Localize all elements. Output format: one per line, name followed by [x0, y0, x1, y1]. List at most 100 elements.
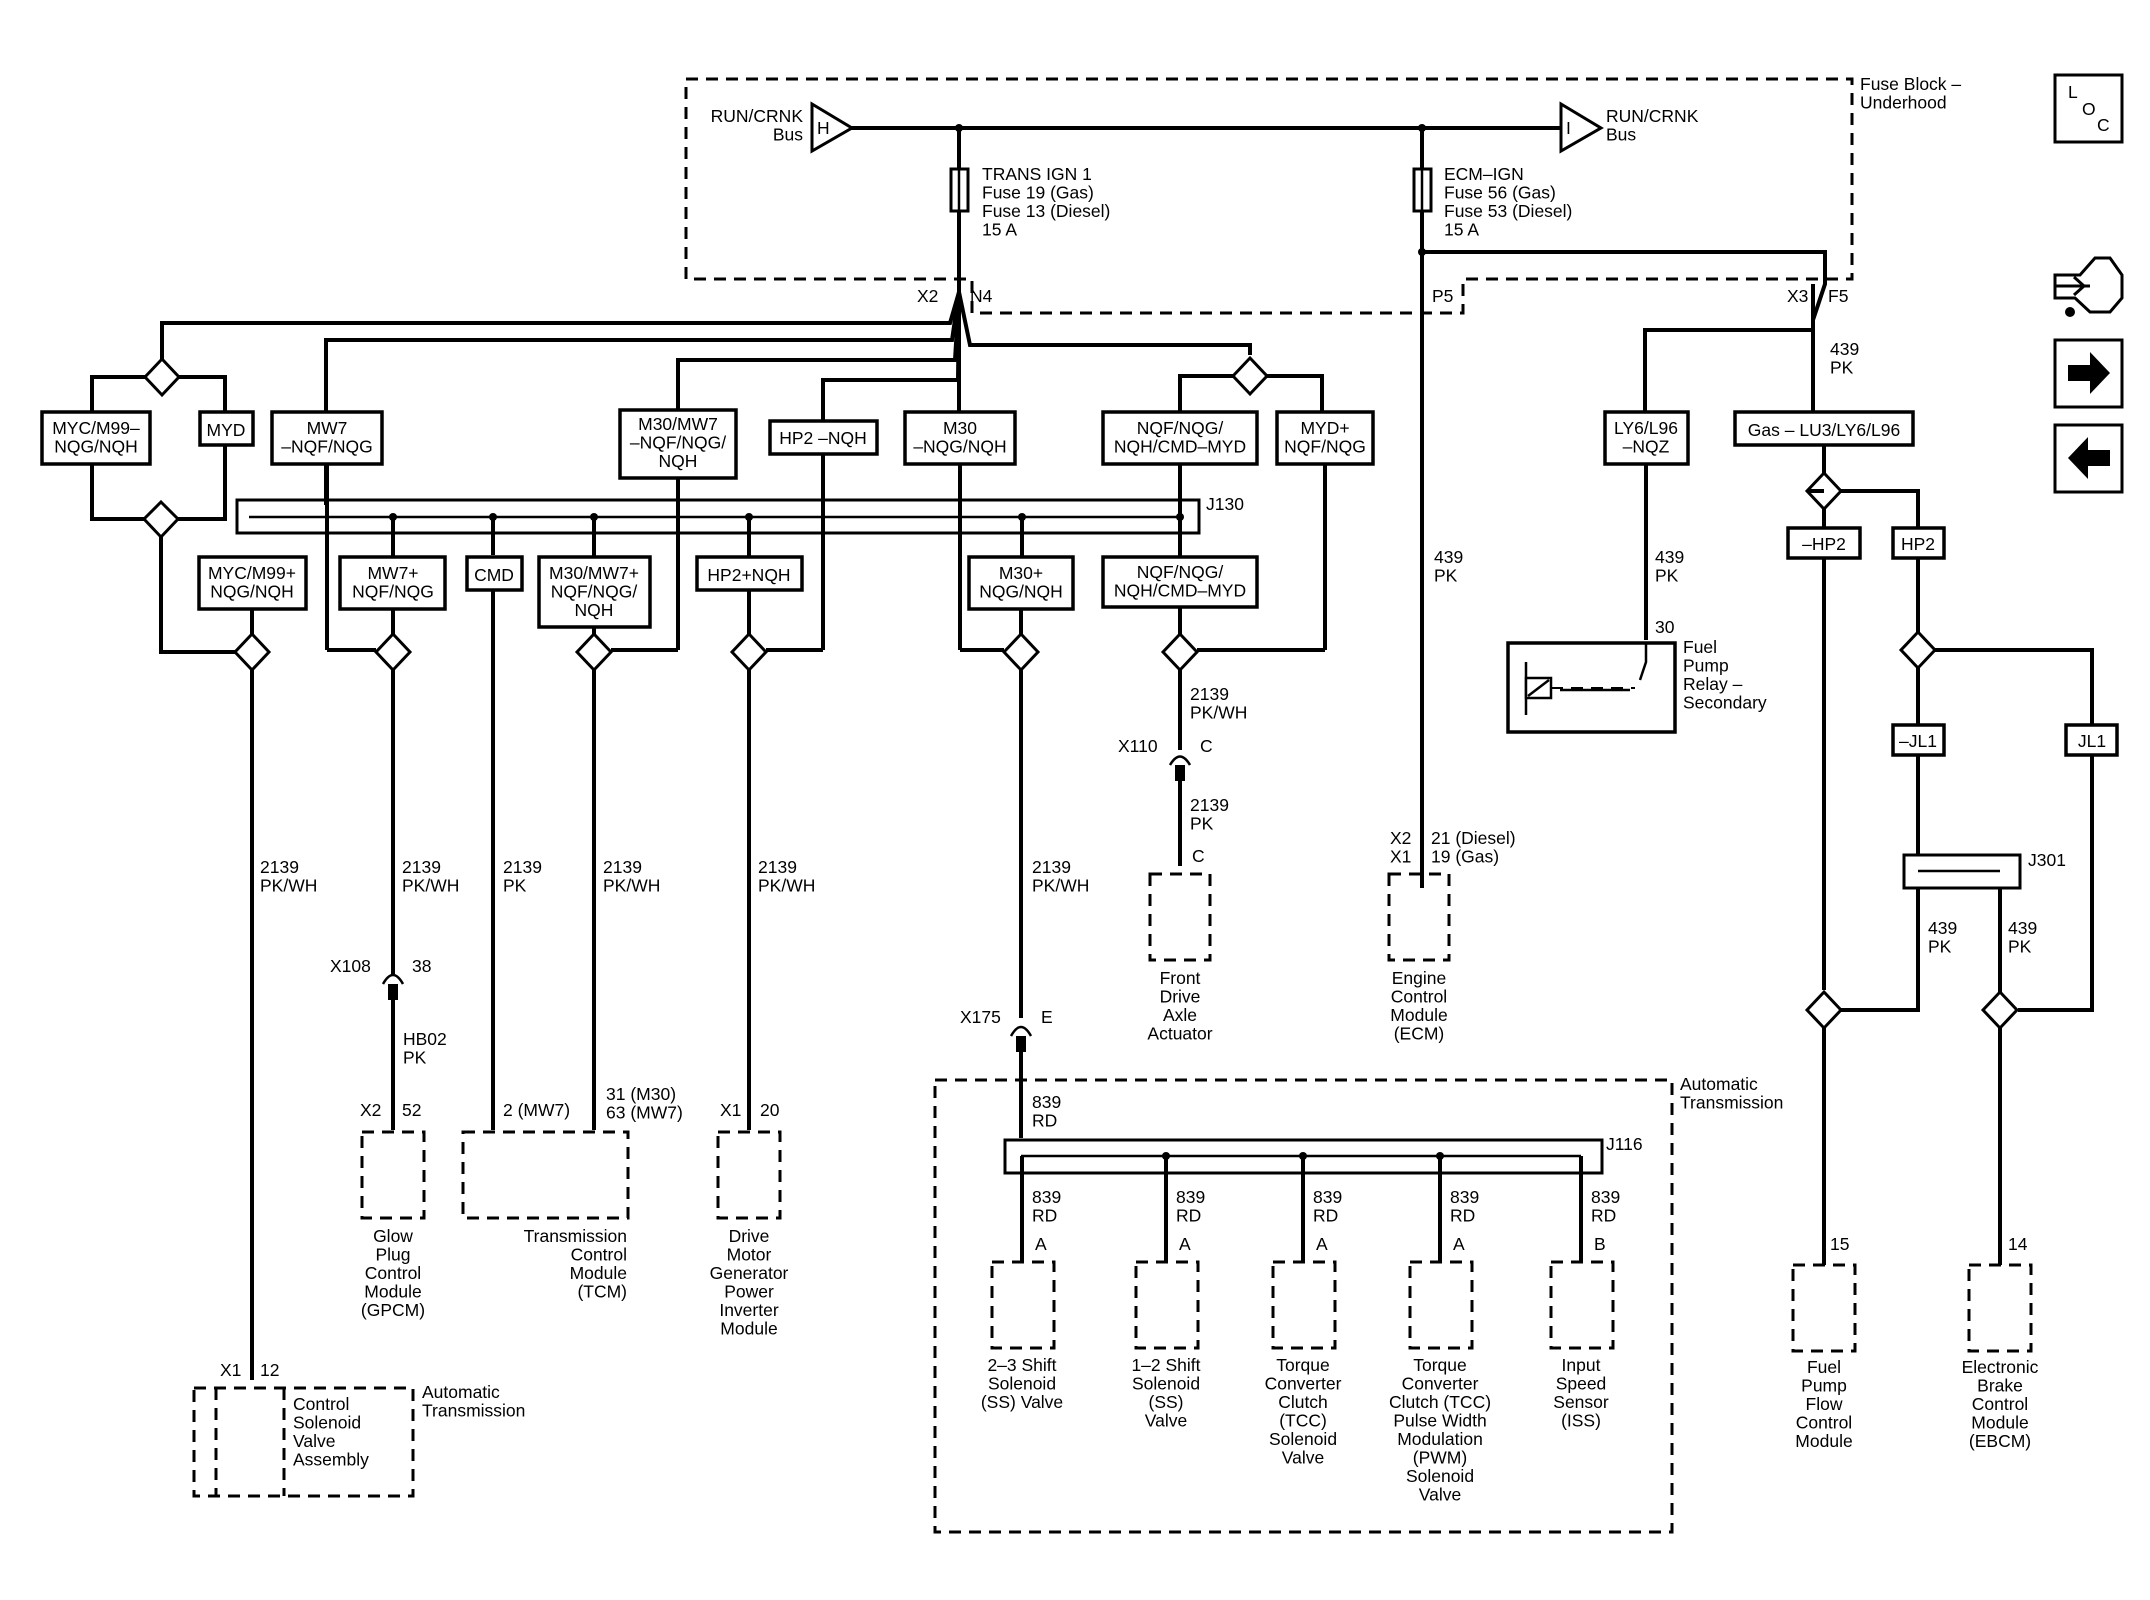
transmission-control-module	[461, 1130, 630, 1220]
splice-j301-label: J301	[2028, 850, 2066, 870]
solenoid-pin-label: A	[1316, 1234, 1328, 1254]
bus-left-letter: H	[817, 118, 830, 138]
option-boxes-mw7-top-label: MW7–NQF/NQG	[281, 418, 372, 457]
conn-x3: X3	[1787, 286, 1808, 306]
option-boxes-myc-top-label: MYC/M99–NQG/NQH	[52, 418, 140, 457]
opt-m30mw7-bot	[537, 555, 652, 629]
svg-text:52: 52	[402, 1100, 421, 1120]
svg-text:X1: X1	[720, 1100, 741, 1120]
engine-control-module	[1387, 872, 1451, 962]
option-boxes-jl1-neg-label: –JL1	[1899, 731, 1937, 751]
option-boxes-hp2-pos-label: HP2	[1901, 534, 1935, 554]
splice-j116-label: J116	[1606, 1134, 1643, 1154]
option-boxes-hp2-top-label: HP2 –NQH	[779, 428, 867, 448]
opt-m30mw7-top	[618, 408, 738, 480]
loc-o: O	[2082, 99, 2096, 119]
splice-j130-label: J130	[1206, 494, 1244, 514]
splice-diamond-i	[1804, 989, 1844, 1031]
splice-diamond-a	[232, 631, 272, 673]
svg-text:38: 38	[412, 956, 431, 976]
harness-connector-icon[interactable]	[2053, 256, 2124, 317]
svg-text:2 (MW7): 2 (MW7)	[503, 1100, 570, 1120]
option-boxes-m30-bot-label: M30+NQG/NQH	[979, 563, 1063, 602]
opt-cmd	[465, 555, 524, 592]
splice-diamond-c	[574, 631, 614, 673]
glow-plug-control-module	[360, 1130, 426, 1220]
fuel-pump-flow-control-module	[1791, 1263, 1857, 1353]
conn-n4: N4	[970, 286, 993, 306]
option-boxes-cmd-label: CMD	[474, 565, 514, 585]
loc-c: C	[2097, 115, 2110, 135]
control-solenoid-valve-assembly	[192, 1386, 415, 1498]
splice-diamond-myc-top	[142, 356, 182, 398]
svg-text:X1: X1	[220, 1360, 241, 1380]
solenoid-pin-label: A	[1179, 1234, 1191, 1254]
solenoid-pin-label: A	[1453, 1234, 1465, 1254]
conn-x2: X2	[917, 286, 938, 306]
opt-myd	[198, 410, 255, 447]
splice-diamond-d	[729, 631, 769, 673]
splice-diamond-j	[1980, 989, 2020, 1031]
svg-text:14: 14	[2008, 1234, 2028, 1254]
option-boxes-ly6-label: LY6/L96–NQZ	[1614, 418, 1678, 457]
option-boxes-nqf-bot-label: NQF/NQG/NQH/CMD–MYD	[1114, 562, 1246, 601]
bus-left-triangle	[810, 101, 855, 154]
solenoid-pin-label: B	[1594, 1234, 1606, 1254]
fuse-block-title: Fuse Block –Underhood	[1860, 74, 1961, 113]
drive-motor-generator-module	[716, 1130, 782, 1220]
svg-text:C: C	[1192, 846, 1205, 866]
electronic-brake-control-module	[1967, 1263, 2033, 1353]
conn-f5: F5	[1828, 286, 1848, 306]
opt-m30-top	[903, 410, 1017, 466]
back-arrow-icon[interactable]	[2053, 423, 2124, 494]
conn-x110: X110	[1118, 736, 1158, 756]
automatic-transmission-housing	[933, 1078, 1674, 1534]
splice-diamond-myc-bot	[141, 499, 181, 540]
option-boxes-mw7-bot-label: MW7+NQF/NQG	[352, 563, 434, 602]
svg-text:E: E	[1041, 1007, 1053, 1027]
loc-button[interactable]	[2053, 73, 2124, 144]
bus-right-letter: I	[1566, 118, 1571, 138]
opt-nqf-top	[1101, 410, 1259, 466]
forward-arrow-icon[interactable]	[2053, 338, 2124, 409]
component-ss23	[990, 1260, 1056, 1350]
svg-text:X2: X2	[360, 1100, 381, 1120]
opt-gas	[1733, 410, 1915, 447]
component-ss12	[1134, 1260, 1200, 1350]
loc-l: L	[2068, 82, 2078, 102]
opt-mw7-bot	[338, 555, 447, 611]
connectors-tcm-pin-b-label: 31 (M30)63 (MW7)	[606, 1084, 683, 1123]
option-boxes-myc-bot-label: MYC/M99+NQG/NQH	[208, 563, 296, 602]
